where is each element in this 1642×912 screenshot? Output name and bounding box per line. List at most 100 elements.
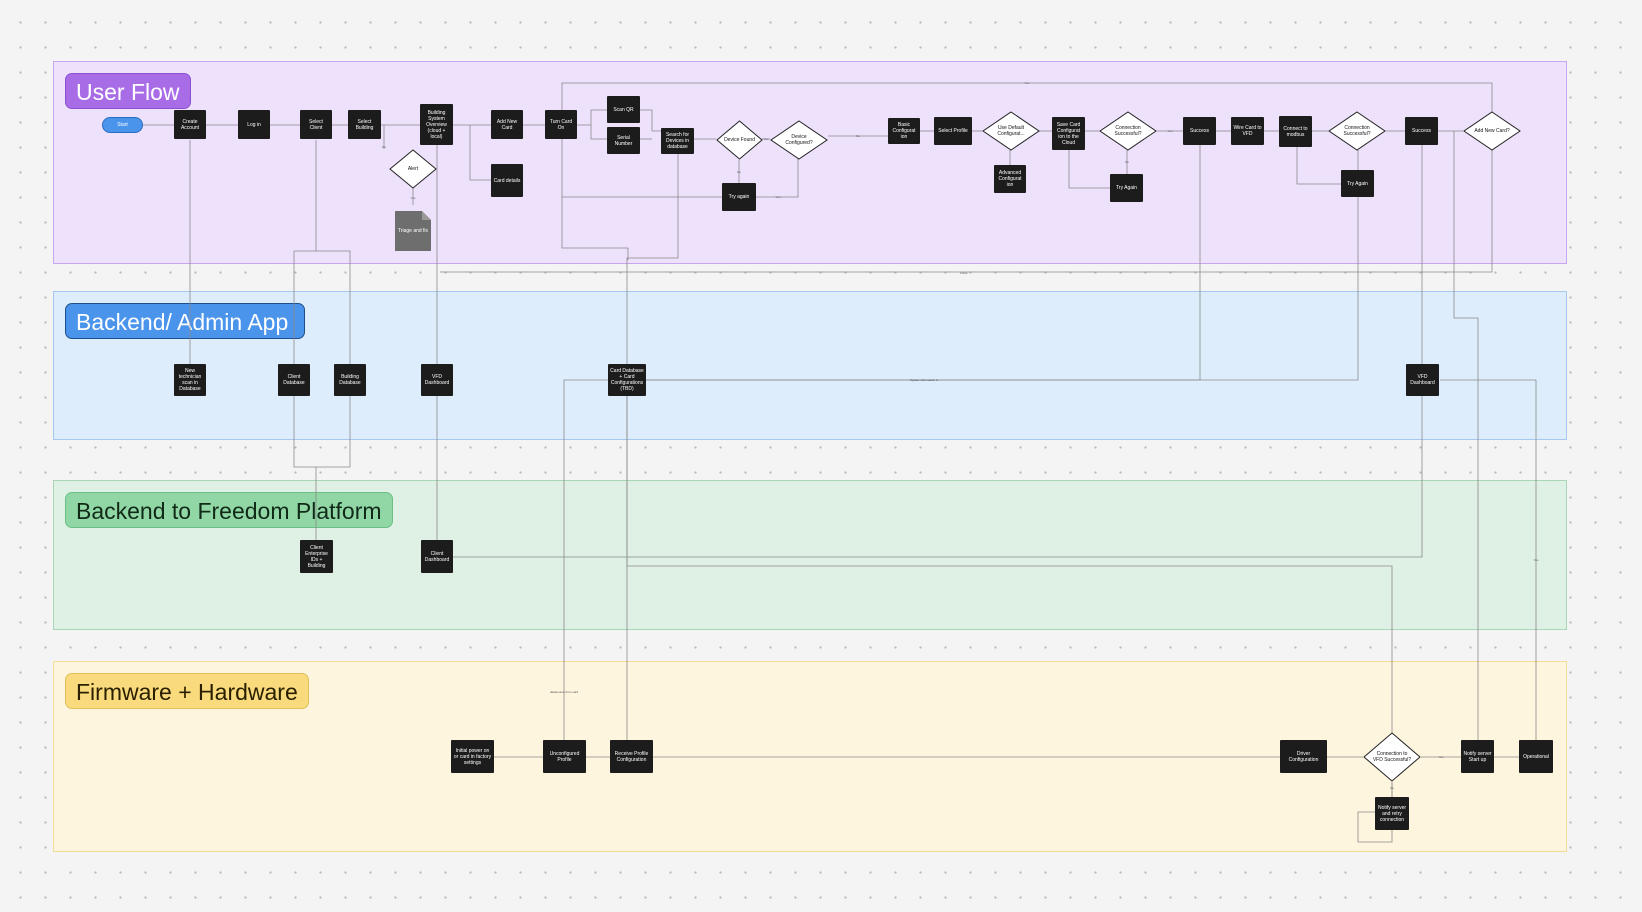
node-label: Create Account <box>180 118 200 131</box>
alert-decision[interactable]: Alert <box>389 149 437 189</box>
device-found-decision[interactable]: Device Found <box>716 120 763 160</box>
node-label: Search for Devices in database <box>665 132 690 150</box>
client-dashboard-node[interactable]: Client Dashboard <box>421 540 453 573</box>
log-in-node[interactable]: Log in <box>238 110 270 139</box>
edge-label-bottom: Yes <box>1533 558 1539 562</box>
edge-label-yes-alert: Yes <box>410 196 416 200</box>
node-label: Client Dashboard <box>424 550 450 563</box>
success-node[interactable]: Success <box>1183 117 1216 145</box>
decision-label: Add New Card? <box>1474 128 1510 134</box>
node-label: Basic Configurat ion <box>892 122 916 140</box>
building-system-overview-node[interactable]: Building System Overview (cloud + local) <box>420 104 453 145</box>
device-configured-decision[interactable]: Device Configured? <box>770 120 828 160</box>
scan-qr-node[interactable]: Scan QR <box>607 96 640 123</box>
select-profile-node[interactable]: Select Profile <box>934 117 972 145</box>
lane-user-flow: User Flow <box>53 61 1567 264</box>
save-card-configuration-node[interactable]: Save Card Configurat ion to the Cloud <box>1052 117 1085 150</box>
edge-label-yes-conn1: Yes <box>1167 129 1173 133</box>
try-again-node[interactable]: Try Again <box>1341 170 1374 197</box>
node-label: Operational <box>1523 753 1549 760</box>
building-database-node[interactable]: Building Database <box>334 364 366 396</box>
node-label: New technician scan in Database <box>178 368 202 392</box>
node-label: Scan QR <box>613 106 634 113</box>
receive-profile-node[interactable]: Receive Profile Configuration <box>610 740 653 773</box>
vfd-dashboard-node[interactable]: VFD Dashboard <box>1406 364 1439 396</box>
operational-node[interactable]: Operational <box>1519 740 1553 773</box>
node-label: Log in <box>247 121 261 128</box>
triage-fix-document[interactable]: Triage and fix <box>395 211 431 251</box>
card-details-node[interactable]: Card details <box>491 164 523 197</box>
search-devices-node[interactable]: Search for Devices in database <box>661 128 694 154</box>
diamond-shape <box>770 120 828 160</box>
node-label: Select Profile <box>938 128 968 134</box>
node-label: Select Building <box>355 118 374 131</box>
node-label: Driver Configuration <box>1288 750 1319 763</box>
node-label: Add New Card <box>496 118 518 131</box>
use-default-config-decision[interactable]: Use Default Configurat... <box>982 111 1040 151</box>
lane-label-user-flow: User Flow <box>65 73 191 109</box>
node-label: Client Enterprise IDs + Building <box>305 544 328 569</box>
decision-label: Connection to VFD Successful? <box>1372 751 1412 763</box>
card-database-node[interactable]: Card Database + Card Configurations (TBD… <box>608 364 646 396</box>
node-label: Serial Number <box>614 134 633 147</box>
wire-card-to-vfd-node[interactable]: Wire Card to VFD <box>1231 117 1264 145</box>
select-building-node[interactable]: Select Building <box>348 110 381 139</box>
node-label: Save Card Configurat ion to the Cloud <box>1056 121 1081 146</box>
edge-label-no-alert: No <box>382 145 386 149</box>
document-label: Triage and fix <box>397 228 429 234</box>
start-node[interactable]: Start <box>102 117 143 133</box>
node-label: Try again <box>728 194 750 200</box>
connection-successful-decision[interactable]: Connection Successful? <box>1328 111 1386 151</box>
advanced-configuration-node[interactable]: Advanced Configurat ion <box>994 165 1026 193</box>
diamond-shape <box>1463 111 1521 151</box>
diamond-shape <box>716 120 763 160</box>
new-technician-node[interactable]: New technician scan in Database <box>174 364 206 396</box>
unconfigured-profile-node[interactable]: Unconfigured Profile <box>543 740 586 773</box>
notify-server-start-node[interactable]: Notify server Start up <box>1461 740 1494 773</box>
decision-label: Connection Successful? <box>1343 125 1371 137</box>
turn-card-on-node[interactable]: Turn Card On <box>545 110 577 139</box>
edge-label-no-config: No <box>856 134 860 138</box>
edge-label-yes-try: Yes <box>775 195 781 199</box>
lane-backend-freedom: Backend to Freedom Platform <box>53 480 1567 630</box>
diamond-shape <box>1099 111 1157 151</box>
add-new-card-decision[interactable]: Add New Card? <box>1463 111 1521 151</box>
decision-label: Use Default Configurat... <box>997 125 1025 137</box>
start-label: Start <box>117 122 128 128</box>
add-new-card-node[interactable]: Add New Card <box>491 110 523 139</box>
node-label: VFD Dashboard <box>1410 374 1435 386</box>
lane-label-backend-freedom: Backend to Freedom Platform <box>65 492 393 528</box>
node-label: Connect to modbus <box>1283 125 1308 138</box>
edge-label-yes-top: Yes <box>1024 81 1030 85</box>
basic-configuration-node[interactable]: Basic Configurat ion <box>888 118 920 144</box>
client-enterprise-node[interactable]: Client Enterprise IDs + Building <box>300 540 333 573</box>
connect-to-modbus-node[interactable]: Connect to modbus <box>1279 116 1312 147</box>
node-label: Success <box>1190 128 1209 134</box>
client-database-node[interactable]: Client Database <box>278 364 310 396</box>
document-shape <box>395 211 431 251</box>
try-again-node[interactable]: Try again <box>722 183 756 211</box>
connection-to-vfd-decision[interactable]: Connection to VFD Successful? <box>1363 732 1421 782</box>
node-label: Wire Card to VFD <box>1233 125 1262 137</box>
driver-configuration-node[interactable]: Driver Configuration <box>1280 740 1327 773</box>
create-account-node[interactable]: Create Account <box>174 110 206 139</box>
node-label: Initial power on or card in factory sett… <box>453 747 492 766</box>
edge-label-yes-vfd: Yes <box>1438 755 1444 759</box>
node-label: Try Again <box>1116 185 1137 191</box>
node-label: Client Database <box>283 374 305 386</box>
vfd-dashboard-node[interactable]: VFD Dashboard <box>421 364 453 396</box>
connection-successful-decision[interactable]: Connection Successful? <box>1099 111 1157 151</box>
serial-number-node[interactable]: Serial Number <box>607 127 640 154</box>
notify-server-retry-node[interactable]: Notify server and retry connection <box>1375 797 1409 830</box>
success-node[interactable]: Success <box>1405 117 1438 145</box>
select-client-node[interactable]: Select Client <box>300 110 332 139</box>
edge-label-firmware-set: datasource from card <box>549 690 579 694</box>
decision-label: Connection Successful? <box>1114 125 1142 137</box>
edge-label-no-conn1: No <box>1125 160 1129 164</box>
edge-label-no-vfd: No <box>1390 786 1394 790</box>
decision-label: Device Found <box>724 137 755 143</box>
initial-power-on-node[interactable]: Initial power on or card in factory sett… <box>451 740 494 773</box>
node-label: Success <box>1412 128 1431 134</box>
edge-label-update-info: Update information in <box>909 378 939 382</box>
try-again-node[interactable]: Try Again <box>1110 174 1143 202</box>
